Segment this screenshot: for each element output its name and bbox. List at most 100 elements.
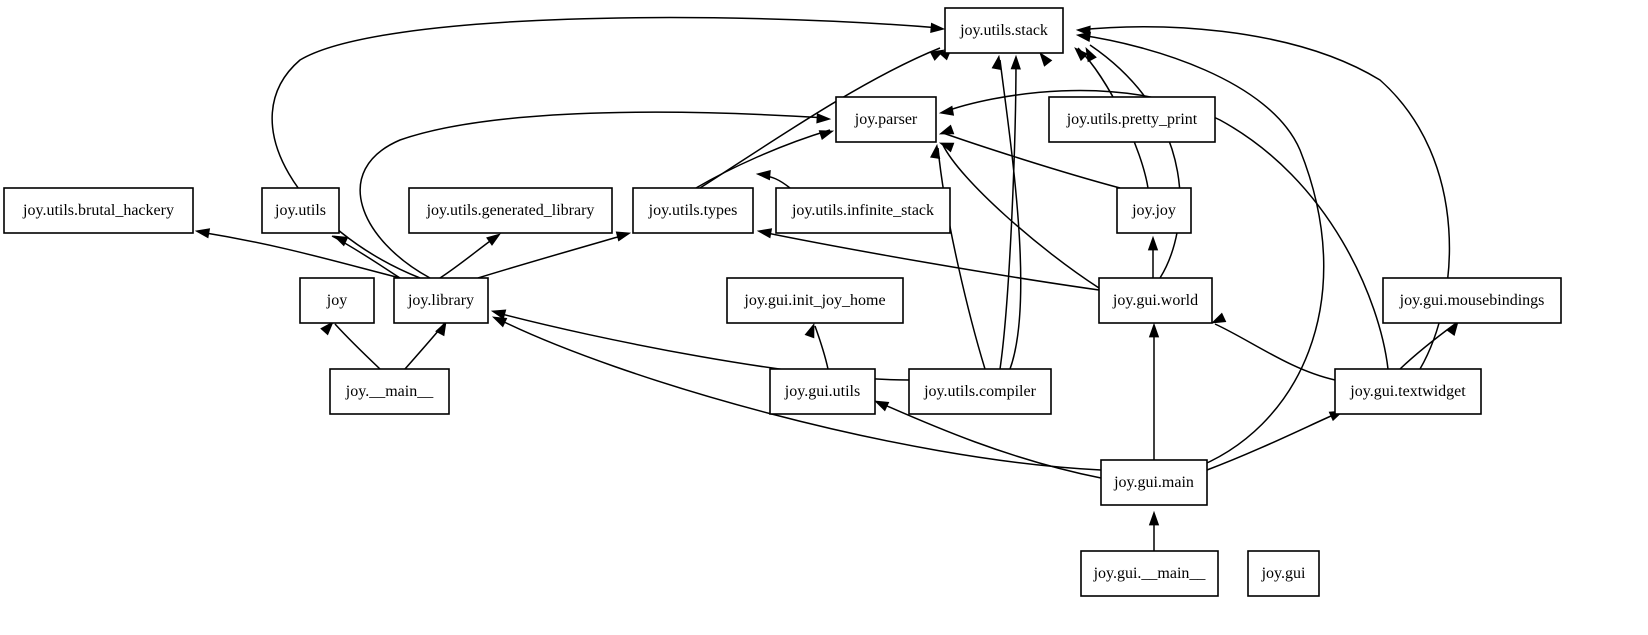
node-label: joy.parser [854,111,918,128]
arrow-heads-layer [194,22,1459,526]
edge-arrowhead [991,54,1002,71]
graph-edge [199,231,401,279]
graph-edge [439,235,498,279]
node-box[interactable] [1080,550,1219,597]
graph-node-joy-gui---main--[interactable]: joy.gui.__main__ [1080,550,1219,597]
graph-node-joy-gui-mousebindings[interactable]: joy.gui.mousebindings [1382,277,1562,324]
edge-arrowhead [1210,312,1227,324]
node-label: joy.utils.infinite_stack [791,202,934,219]
graph-edge [359,111,827,279]
graph-edge [699,47,941,189]
node-box[interactable] [632,187,754,234]
graph-edge [937,147,986,370]
node-label: joy.gui.init_joy_home [743,292,885,309]
edge-arrowhead [491,316,508,328]
edge-arrowhead [756,228,773,239]
graph-node-joy-gui-textwidget[interactable]: joy.gui.textwidget [1334,368,1482,415]
edge-arrowhead [818,130,835,141]
node-box[interactable] [1382,277,1562,324]
graph-node-joy[interactable]: joy [299,277,375,324]
edge-arrowhead [930,143,941,159]
node-box[interactable] [261,187,340,234]
node-label: joy.utils [274,202,326,219]
edge-arrowhead [1446,321,1459,336]
edge-arrowhead [938,142,955,153]
edge-arrowhead [486,233,501,246]
edge-arrowhead [804,322,815,339]
graph-node-joy-gui-utils[interactable]: joy.gui.utils [769,368,876,415]
graph-edge [271,16,941,279]
node-box[interactable] [329,368,450,415]
node-box[interactable] [1100,459,1208,506]
node-box[interactable] [835,96,937,143]
node-label: joy.__main__ [345,383,434,400]
graph-node-joy-parser[interactable]: joy.parser [835,96,937,143]
graph-node-joy-utils-stack[interactable]: joy.utils.stack [944,7,1064,54]
graph-node-joy-utils-infinite-stack[interactable]: joy.utils.infinite_stack [775,187,951,234]
graph-node-joy-utils-types[interactable]: joy.utils.types [632,187,754,234]
edge-arrowhead [1039,52,1053,67]
node-label: joy.utils.types [648,202,738,219]
node-box[interactable] [408,187,613,234]
edge-arrowhead [938,124,955,135]
graph-node-joy---main--[interactable]: joy.__main__ [329,368,450,415]
edge-arrowhead [1148,322,1160,338]
edge-arrowhead [1074,47,1089,62]
edge-arrowhead [873,400,890,412]
node-label: joy.utils.compiler [923,383,1037,400]
node-label: joy.library [407,292,474,309]
node-label: joy.gui.main [1113,474,1194,491]
graph-edge [334,323,381,370]
node-box[interactable] [299,277,375,324]
graph-node-joy-gui[interactable]: joy.gui [1247,550,1320,597]
graph-edge [477,233,629,279]
node-label: joy.gui.utils [784,383,860,400]
node-label: joy [326,292,347,309]
edge-arrowhead [1085,46,1097,63]
edge-arrowhead [1148,510,1160,526]
edge-arrowhead [332,235,349,247]
node-box[interactable] [1098,277,1213,324]
node-box[interactable] [3,187,194,234]
graph-node-joy-utils-generated-library[interactable]: joy.utils.generated_library [408,187,613,234]
graph-node-joy-gui-world[interactable]: joy.gui.world [1098,277,1213,324]
node-box[interactable] [944,7,1064,54]
edge-arrowhead [755,170,771,181]
node-box[interactable] [726,277,904,324]
graph-node-joy-library[interactable]: joy.library [393,277,489,324]
edge-arrowhead [1147,235,1159,251]
graph-edge [1089,44,1181,279]
graph-node-joy-gui-main[interactable]: joy.gui.main [1100,459,1208,506]
node-label: joy.gui [1261,565,1306,582]
node-box[interactable] [393,277,489,324]
node-box[interactable] [775,187,951,234]
graph-edge [695,129,831,189]
node-box[interactable] [769,368,876,415]
edge-arrowhead [490,309,507,320]
node-box[interactable] [1048,96,1216,143]
node-label: joy.gui.textwidget [1349,383,1466,400]
node-label: joy.gui.world [1112,292,1198,309]
edge-arrowhead [1010,54,1021,70]
graph-node-joy-utils-pretty-print[interactable]: joy.utils.pretty_print [1048,96,1216,143]
node-label: joy.gui.mousebindings [1399,292,1545,309]
graph-node-joy-utils-compiler[interactable]: joy.utils.compiler [908,368,1052,415]
graph-edge [942,144,1100,289]
graph-node-joy-utils[interactable]: joy.utils [261,187,340,234]
graph-edge [999,59,1022,370]
edge-arrowhead [320,321,334,336]
node-label: joy.utils.pretty_print [1066,111,1198,128]
node-box[interactable] [1247,550,1320,597]
graph-node-joy-utils-brutal-hackery[interactable]: joy.utils.brutal_hackery [3,187,194,234]
node-box[interactable] [1116,187,1192,234]
graph-edge [999,59,1017,370]
node-box[interactable] [1334,368,1482,415]
node-box[interactable] [908,368,1052,415]
edge-arrowhead [930,22,946,33]
graph-node-joy-joy[interactable]: joy.joy [1116,187,1192,234]
graph-edge [1206,411,1341,471]
graph-node-joy-gui-init-joy-home[interactable]: joy.gui.init_joy_home [726,277,904,324]
edge-arrowhead [435,320,447,337]
